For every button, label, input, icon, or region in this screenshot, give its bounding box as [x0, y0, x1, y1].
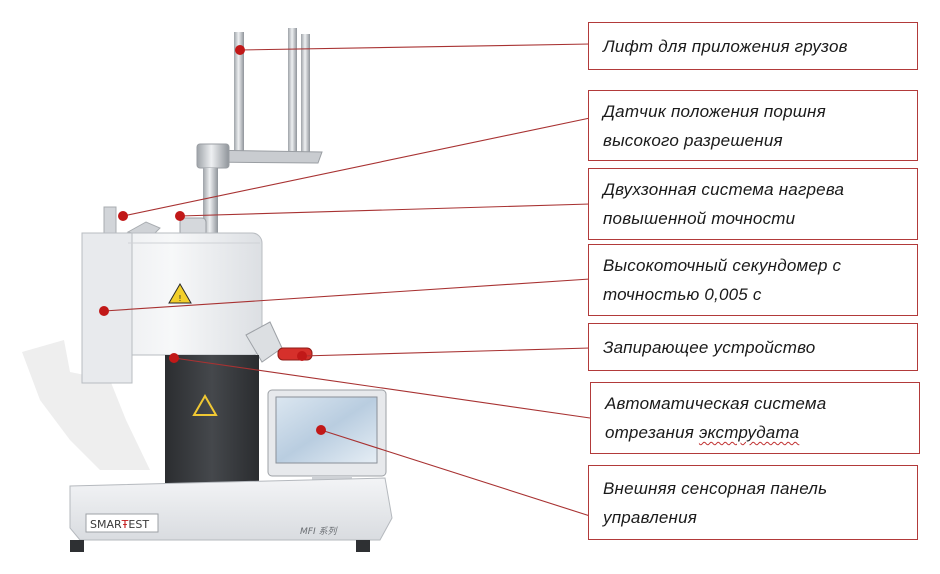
machine-shadow: [22, 340, 150, 470]
callout-timer: Высокоточный секундомер с точностью 0,00…: [588, 244, 918, 316]
marker-heating: [175, 211, 185, 221]
leader-lock: [301, 347, 591, 357]
marker-dots: [99, 45, 326, 435]
leader-timer: [103, 278, 591, 312]
leader-sensor: [122, 117, 591, 217]
lock-handle: [277, 347, 313, 361]
instrument-base: SMARŦEST MFI 系列: [69, 477, 393, 552]
callout-heating-text: Двухзонная система нагрева повышенной то…: [603, 180, 845, 228]
marker-lift: [235, 45, 245, 55]
callout-timer-text: Высокоточный секундомер с точностью 0,00…: [603, 256, 842, 304]
touch-panel: [267, 389, 387, 485]
svg-text:!: !: [178, 294, 181, 303]
marker-touch: [316, 425, 326, 435]
marker-lock: [297, 351, 307, 361]
callout-sensor-text: Датчик положения поршня высокого разреше…: [603, 101, 826, 150]
callout-cutter-text-main: Автоматическая система отрезания: [605, 394, 827, 442]
callout-cutter-text-word: экструдата: [698, 423, 800, 442]
callout-cutter-text: Автоматическая система отрезания экструд…: [605, 389, 826, 447]
leader-heating: [179, 203, 591, 217]
weight-lift: [196, 28, 323, 169]
marker-cutter: [169, 353, 179, 363]
callout-lock-text: Запирающее устройство: [603, 337, 816, 357]
leader-cutter: [173, 357, 591, 419]
callout-touch-text: Внешняя сенсорная панель управления: [603, 478, 828, 527]
marker-sensor: [118, 211, 128, 221]
lower-column: [165, 355, 259, 483]
main-housing: !: [81, 232, 283, 384]
callout-heating: Двухзонная система нагрева повышенной то…: [588, 168, 918, 240]
callout-touch: Внешняя сенсорная панель управления: [588, 465, 918, 540]
callout-sensor: Датчик положения поршня высокого разреше…: [588, 90, 918, 161]
callout-lift-text: Лифт для приложения грузов: [603, 36, 848, 56]
callout-lift: Лифт для приложения грузов: [588, 22, 918, 70]
leader-lines: [103, 43, 591, 517]
marker-timer: [99, 306, 109, 316]
callout-cutter: Автоматическая система отрезания экструд…: [590, 382, 920, 454]
leader-touch: [320, 429, 591, 517]
brand-logo: SMARŦEST: [90, 518, 149, 531]
callout-lock: Запирающее устройство: [588, 323, 918, 371]
model-label: MFI 系列: [300, 526, 338, 537]
piston-column: [103, 168, 218, 240]
leader-lift: [239, 43, 591, 51]
